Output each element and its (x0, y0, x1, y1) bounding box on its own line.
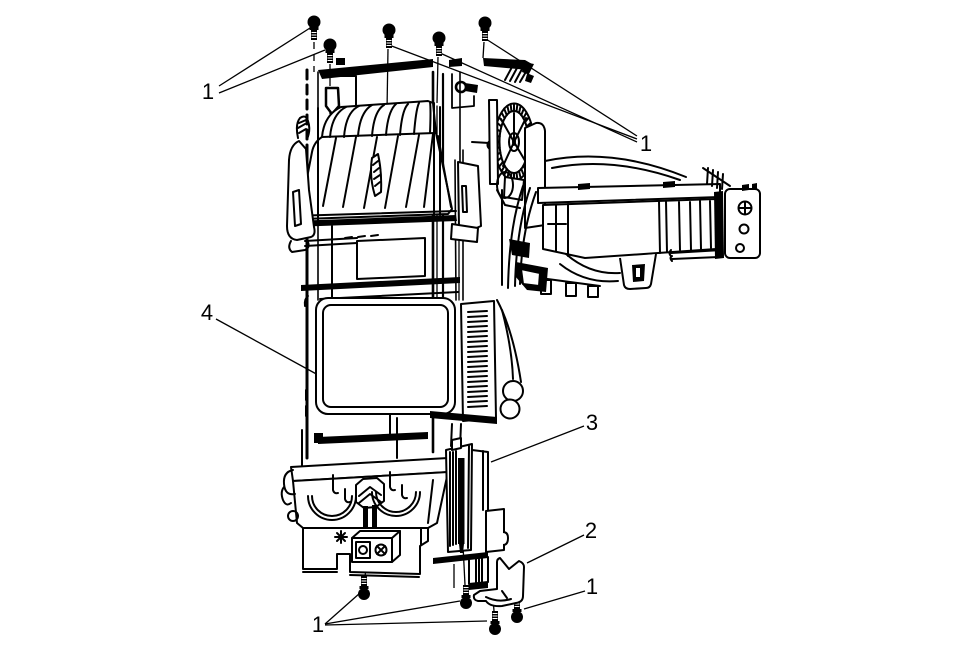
svg-text:1: 1 (312, 612, 324, 637)
svg-text:1: 1 (586, 574, 598, 599)
svg-text:3: 3 (586, 410, 598, 435)
svg-text:1: 1 (640, 131, 652, 156)
svg-text:2: 2 (585, 518, 597, 543)
svg-text:4: 4 (201, 300, 213, 325)
svg-text:1: 1 (202, 79, 214, 104)
